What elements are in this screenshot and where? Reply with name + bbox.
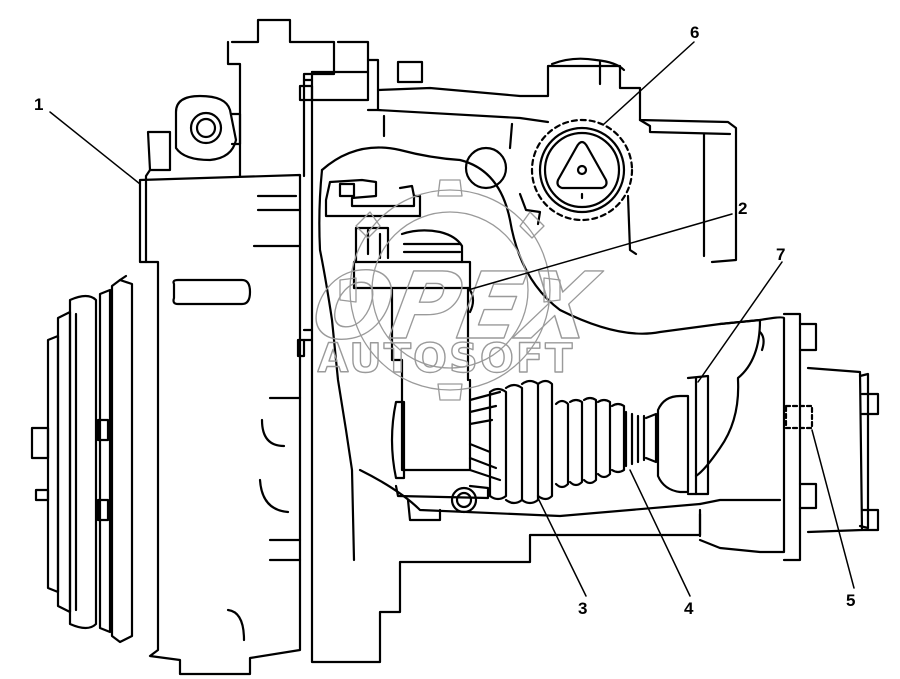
leader-1 bbox=[49, 111, 141, 185]
callout-7: 7 bbox=[776, 245, 785, 264]
watermark-sub: AUTOSOFT bbox=[318, 336, 575, 382]
leader-6 bbox=[603, 41, 695, 125]
leader-lines bbox=[49, 41, 855, 597]
lever-assembly bbox=[324, 178, 502, 522]
watermark: OPEX AUTOSOFT bbox=[304, 179, 608, 401]
callout-3: 3 bbox=[578, 599, 587, 618]
end-housing bbox=[698, 312, 880, 562]
callout-6: 6 bbox=[690, 23, 699, 42]
callout-1: 1 bbox=[34, 95, 43, 114]
watermark-main: OPEX bbox=[305, 253, 608, 360]
main-housing bbox=[138, 18, 336, 676]
governor-housing bbox=[296, 40, 738, 664]
leader-2 bbox=[467, 213, 733, 291]
front-flange bbox=[30, 274, 134, 644]
callout-4: 4 bbox=[684, 599, 694, 618]
callout-2: 2 bbox=[738, 199, 747, 218]
callout-5: 5 bbox=[846, 591, 855, 610]
access-cover bbox=[530, 118, 634, 222]
leader-7 bbox=[697, 261, 783, 383]
cutaway-outline bbox=[318, 146, 782, 562]
leader-4 bbox=[629, 469, 691, 597]
leader-5 bbox=[811, 429, 855, 589]
governor-springs bbox=[488, 374, 710, 505]
leader-3 bbox=[537, 497, 587, 597]
gear-watermark-icon bbox=[339, 179, 561, 401]
callout-labels: 1 2 3 4 5 6 7 bbox=[34, 23, 855, 618]
